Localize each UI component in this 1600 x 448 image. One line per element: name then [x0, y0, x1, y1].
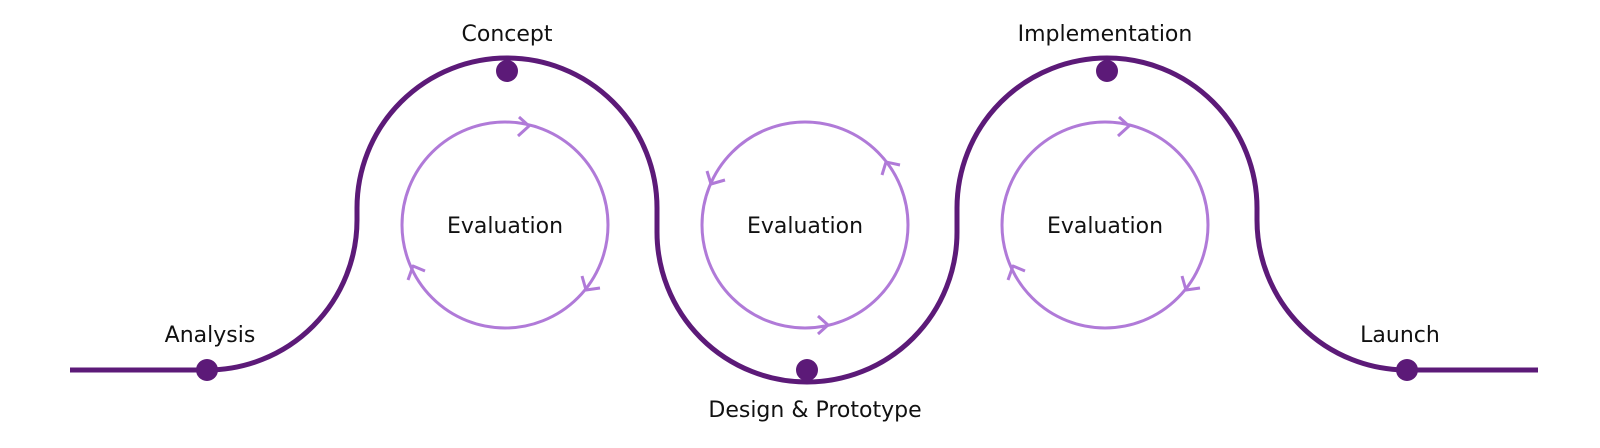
evaluation-circle	[400, 120, 610, 330]
evaluation-label: Evaluation	[747, 214, 863, 239]
arrow-head-icon	[1006, 264, 1026, 281]
milestone-dot-implementation	[1096, 60, 1118, 82]
milestone-dot-concept	[496, 60, 518, 82]
arrow-head-icon	[1116, 115, 1131, 138]
evaluation-label: Evaluation	[447, 214, 563, 239]
arrow-head-icon	[816, 314, 830, 336]
milestone-label-design-prototype: Design & Prototype	[708, 398, 921, 423]
evaluation-circle	[1000, 120, 1210, 330]
milestone-label-concept: Concept	[462, 22, 553, 47]
arrow-head-icon	[406, 264, 426, 281]
milestone-dot-analysis	[196, 359, 218, 381]
arrow-head-icon	[880, 160, 901, 176]
milestone-dot-design-prototype	[796, 359, 818, 381]
evaluation-loop-3: Evaluation	[1000, 115, 1210, 330]
evaluation-circle	[700, 120, 910, 330]
evaluation-loop-2: Evaluation	[700, 120, 910, 336]
evaluation-loop-1: Evaluation	[400, 115, 610, 330]
milestone-label-analysis: Analysis	[165, 323, 256, 348]
process-path	[70, 55, 1538, 385]
evaluation-label: Evaluation	[1047, 214, 1163, 239]
arrow-head-icon	[516, 115, 531, 138]
milestone-label-launch: Launch	[1360, 323, 1440, 348]
arrow-head-icon	[580, 275, 601, 292]
arrow-head-icon	[705, 170, 726, 186]
milestone-dot-launch	[1396, 359, 1418, 381]
milestone-label-implementation: Implementation	[1018, 22, 1193, 47]
arrow-head-icon	[1180, 275, 1201, 292]
